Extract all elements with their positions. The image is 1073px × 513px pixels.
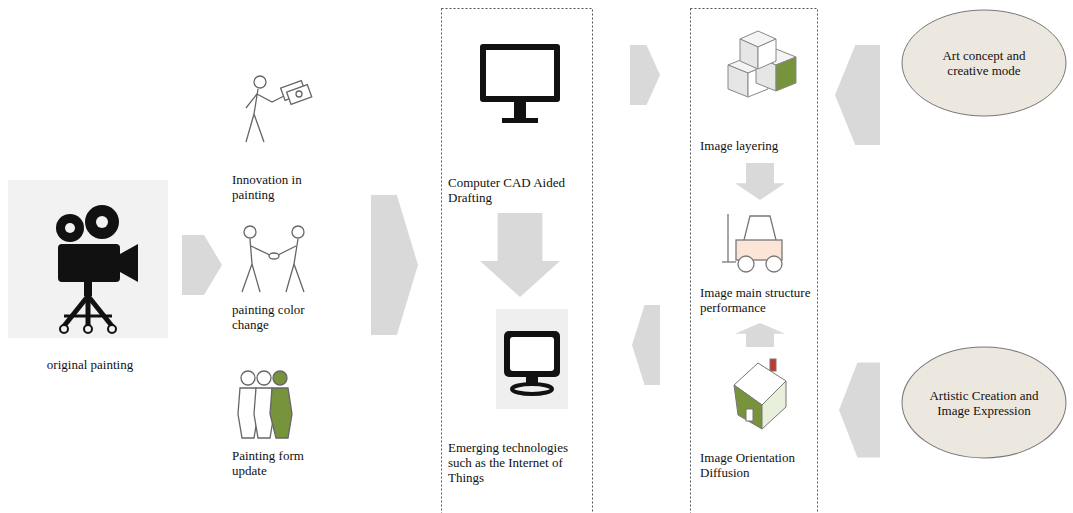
camera-panel: original painting: [8, 180, 172, 372]
block-arrow: [835, 45, 880, 145]
block-arrow: [630, 45, 660, 105]
block-arrow: [632, 305, 660, 385]
node-label: Emerging technologies such as the Intern…: [448, 440, 592, 485]
node-label: Painting form update: [232, 448, 341, 478]
icon-label: Innovation in painting: [232, 72, 341, 202]
cubes-icon: [700, 25, 815, 105]
icon-label: Image layering: [700, 25, 815, 153]
ellipse-node: Art concept and creative mode: [900, 8, 1068, 118]
monitor-icon-label: Computer CAD Aided Drafting: [448, 40, 590, 205]
block-arrow: [182, 235, 222, 295]
node-label: Image main structure performance: [700, 285, 839, 315]
monitor-icon: [448, 40, 586, 135]
node-label: Art concept and creative mode: [928, 48, 1040, 78]
node-label: Image layering: [700, 138, 778, 153]
node-label: Artistic Creation and Image Expression: [928, 388, 1040, 418]
block-arrow: [371, 195, 418, 335]
node-label: painting color change: [232, 302, 341, 332]
monitor2-icon: [448, 305, 588, 415]
node-label: Computer CAD Aided Drafting: [448, 175, 590, 205]
block-arrow: [735, 323, 785, 347]
camera-icon: [8, 180, 168, 338]
icon-label: Image main structure performance: [700, 210, 839, 315]
house-icon: [700, 355, 815, 433]
handshake-icon: [232, 222, 337, 296]
block-arrow: [480, 213, 560, 297]
icon-label: Painting form update: [232, 368, 341, 478]
block-arrow: [839, 363, 880, 458]
monitor-icon-label: Emerging technologies such as the Intern…: [448, 305, 592, 485]
ellipse-node: Artistic Creation and Image Expression: [900, 345, 1068, 460]
node-label: Image Orientation Diffusion: [700, 450, 819, 480]
icon-label: painting color change: [232, 222, 341, 332]
node-label: Innovation in painting: [232, 172, 341, 202]
walker-icon: [232, 72, 337, 152]
dashed-frame: [691, 9, 818, 513]
icon-label: Image Orientation Diffusion: [700, 355, 819, 480]
block-arrow: [735, 163, 785, 200]
forklift-icon: [700, 210, 835, 276]
dashed-frame: [442, 9, 593, 513]
group-icon: [232, 368, 337, 442]
node-label: original painting: [47, 357, 133, 372]
